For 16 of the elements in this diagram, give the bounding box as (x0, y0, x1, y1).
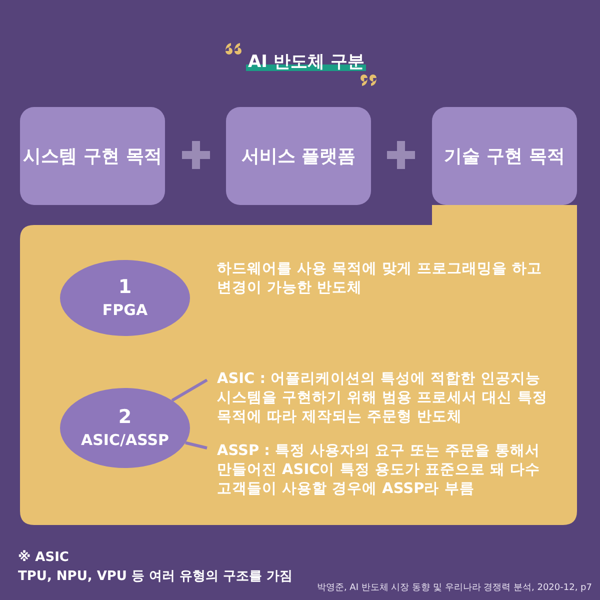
number-label: 1 (118, 275, 132, 299)
category-box: 기술 구현 목적 (432, 107, 577, 205)
leader-line (185, 441, 208, 450)
description-text: 하드웨어를 사용 목적에 맞게 프로그래밍을 하고 변경이 가능한 반도체 (217, 260, 544, 298)
description-text: ASSP : 특정 사용자의 요구 또는 주문을 통해서 만들어진 ASIC이 특정 용도가 표준으로 돼 다수 고객들이 사용할 경우에 ASSP라 부름 (217, 442, 557, 499)
panel-background (20, 205, 577, 525)
footnote-text: ※ ASIC (18, 550, 69, 565)
footnote-text: TPU, NPU, VPU 등 여러 유형의 구조를 가짐 (18, 568, 293, 585)
category-box: 시스템 구현 목적 (20, 107, 165, 205)
description-text: ASIC : 어플리케이션의 특성에 적합한 인공지능 시스템을 구현하기 위해 범용 프로세서 대신 특정 목적에 따라 제작되는 주문형 반도체 (217, 370, 557, 427)
name-label: ASIC/ASSP (80, 430, 169, 451)
number-label: 2 (118, 405, 132, 429)
leader-line (171, 378, 208, 402)
source-note: 박영준, AI 반도체 시장 동향 및 우리나라 경쟁력 분석, 2020-12, p7 (316, 582, 592, 594)
category-box: 서비스 플랫폼 (226, 107, 371, 205)
name-label: FPGA (102, 300, 148, 321)
